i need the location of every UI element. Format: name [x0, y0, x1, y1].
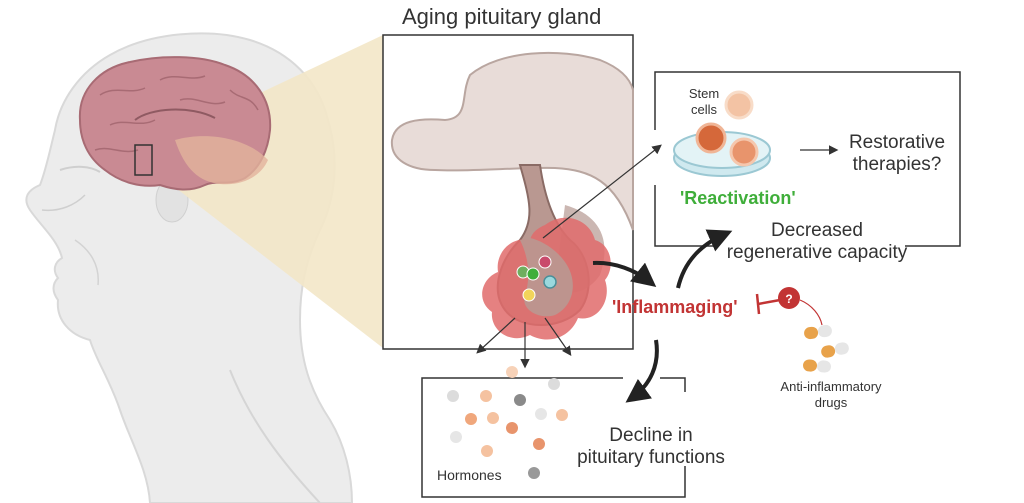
- stem-cell-box: [654, 71, 961, 247]
- inflammaging-label: 'Inflammaging': [612, 297, 738, 317]
- petri-dish-icon: [673, 90, 771, 177]
- projection-cone: [150, 35, 383, 348]
- hormone-dots: [447, 366, 568, 479]
- drug-question-mark: ?: [785, 292, 792, 306]
- restorative-therapies-label: Restorative therapies?: [848, 132, 946, 175]
- pituitary-location-box: [134, 144, 153, 176]
- stem-cells-label: Stem cells: [688, 86, 720, 117]
- decline-functions-label: Decline in pituitary functions: [577, 425, 725, 468]
- hormones-label: Hormones: [437, 467, 502, 483]
- gland-cells: [516, 255, 557, 302]
- arrows: [476, 144, 839, 403]
- hormone-box: [421, 377, 686, 498]
- inhibition-icon: [755, 287, 823, 326]
- diagram-title: Aging pituitary gland: [402, 4, 602, 29]
- anti-inflammatory-drugs-label: Anti-inflammatory drugs: [780, 379, 882, 410]
- decreased-capacity-label: Decreased regenerative capacity: [726, 220, 908, 263]
- brain-icon: [78, 56, 272, 191]
- pill-icon: [803, 324, 849, 373]
- reactivation-label: 'Reactivation': [680, 188, 796, 208]
